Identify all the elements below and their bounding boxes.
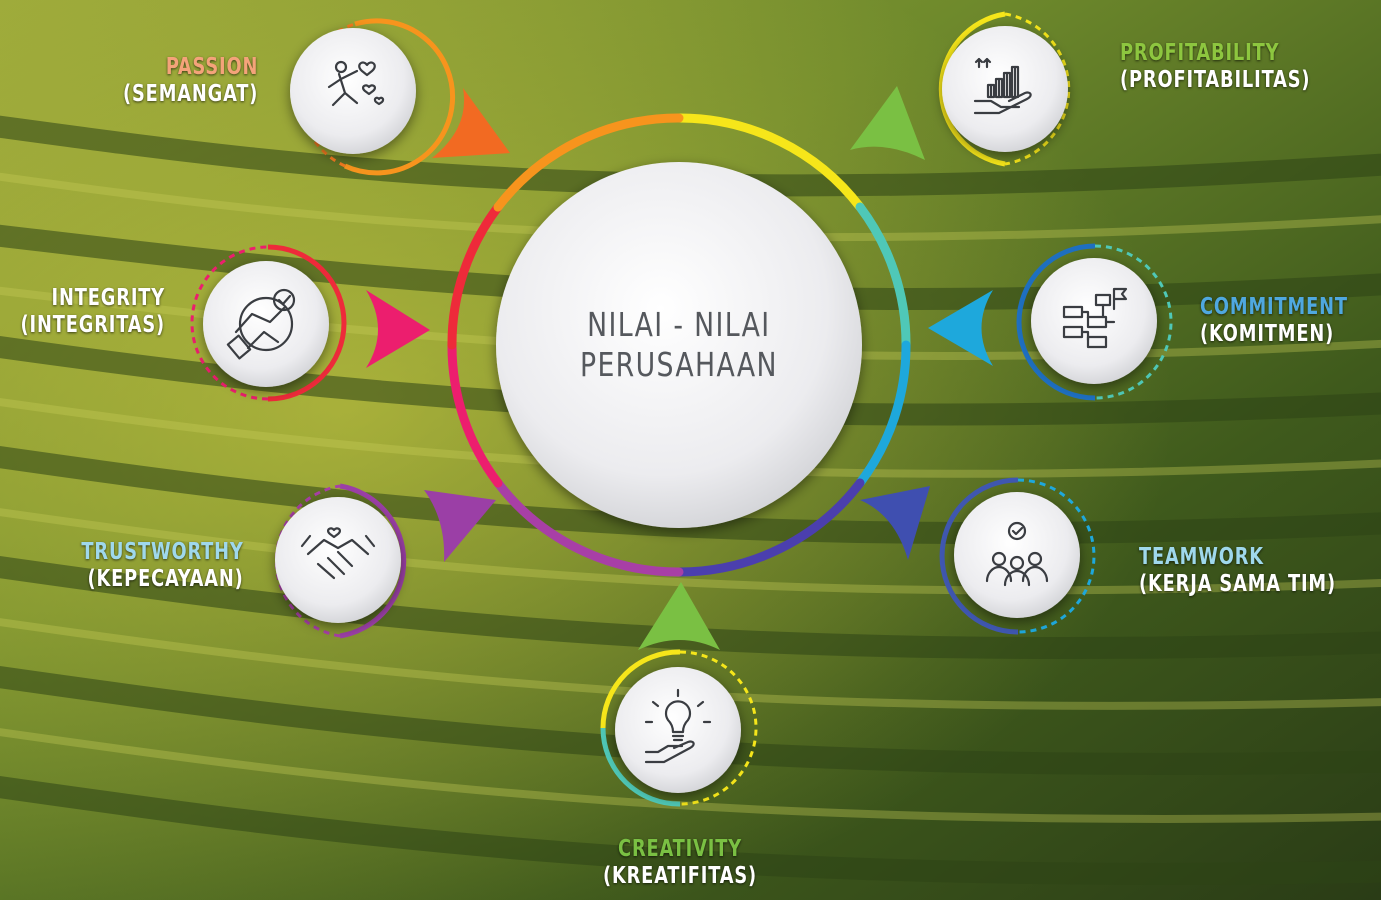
integrity-subtitle: (INTEGRITAS) xyxy=(20,312,165,338)
center-disc xyxy=(496,162,862,528)
node-passion xyxy=(290,18,456,176)
team-check-icon xyxy=(985,521,1049,587)
label-integrity: INTEGRITY (INTEGRITAS) xyxy=(20,285,165,339)
passion-subtitle: (SEMANGAT) xyxy=(122,81,258,107)
arrow-creativity xyxy=(638,582,720,650)
creativity-subtitle: (KREATIFITAS) xyxy=(602,863,758,889)
profitability-subtitle: (PROFITABILITAS) xyxy=(1120,67,1311,93)
node-creativity xyxy=(600,649,758,807)
center-title-line1: NILAI - NILAI xyxy=(587,305,771,344)
arrow-commitment xyxy=(928,290,993,366)
label-profitability: PROFITABILITY (PROFITABILITAS) xyxy=(1120,40,1310,94)
arrow-profitability xyxy=(850,86,925,160)
commitment-subtitle: (KOMITMEN) xyxy=(1200,321,1335,347)
commitment-title: COMMITMENT xyxy=(1200,294,1348,320)
node-commitment xyxy=(1016,243,1173,401)
creativity-title: CREATIVITY xyxy=(618,836,742,862)
handshake-heart-icon xyxy=(300,527,376,580)
bar-chart-hand-icon xyxy=(973,57,1032,115)
center-title: NILAI - NILAI PERUSAHAAN xyxy=(497,163,861,527)
arrow-integrity xyxy=(366,290,430,368)
integrity-title: INTEGRITY xyxy=(51,285,165,311)
arrow-passion xyxy=(432,88,510,158)
arrow-trustworthy xyxy=(424,490,496,562)
trustworthy-subtitle: (KEPECAYAAN) xyxy=(87,566,244,592)
label-teamwork: TEAMWORK (KERJA SAMA TIM) xyxy=(1139,544,1336,598)
center-rainbow-ring xyxy=(447,113,911,577)
label-passion: PASSION (SEMANGAT) xyxy=(123,54,258,108)
label-commitment: COMMITMENT (KOMITMEN) xyxy=(1200,294,1348,348)
arrows xyxy=(366,86,993,650)
label-trustworthy: TRUSTWORTHY (KEPECAYAAN) xyxy=(82,539,244,593)
label-creativity: CREATIVITY (KREATIFITAS) xyxy=(577,836,783,890)
flowchart-flag-icon xyxy=(1062,287,1128,349)
passion-title: PASSION xyxy=(165,54,258,80)
node-integrity xyxy=(190,244,347,402)
teamwork-subtitle: (KERJA SAMA TIM) xyxy=(1139,571,1337,597)
node-trustworthy xyxy=(274,483,407,639)
profitability-title: PROFITABILITY xyxy=(1120,40,1280,66)
trustworthy-title: TRUSTWORTHY xyxy=(81,539,244,565)
node-teamwork xyxy=(939,477,1096,635)
arrow-teamwork xyxy=(860,486,930,560)
lightbulb-hand-icon xyxy=(644,688,712,764)
teamwork-title: TEAMWORK xyxy=(1139,544,1264,570)
handshake-badge-icon xyxy=(226,288,296,360)
center-title-line2: PERUSAHAAN xyxy=(580,345,778,384)
person-with-hearts-icon xyxy=(327,60,385,107)
